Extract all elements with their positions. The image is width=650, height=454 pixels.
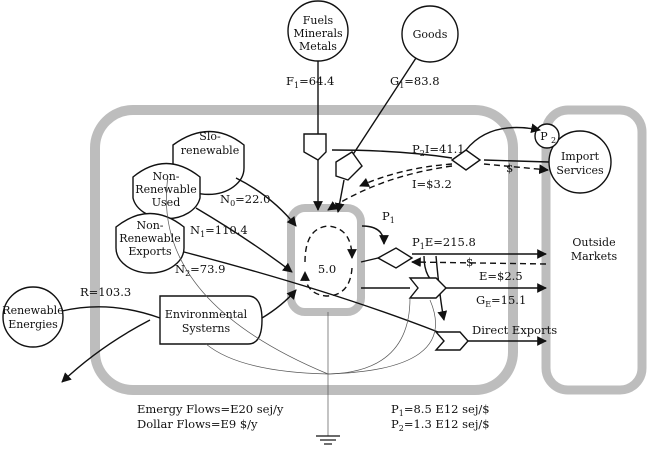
n1-label: N1=110.4 — [190, 223, 248, 239]
p2-price-circle: P 2 — [534, 123, 560, 149]
svg-text:Used: Used — [152, 196, 180, 209]
dollar-in-label: $ — [506, 161, 513, 175]
p1-note: P1=8.5 E12 sej/$ — [391, 402, 490, 418]
flow-lines — [61, 57, 550, 436]
emergy-flows-note: Emergy Flows=E20 sej/y — [137, 402, 284, 416]
direct-export-gate — [434, 331, 469, 351]
fuels-import-gate — [303, 133, 327, 161]
r-label: R=103.3 — [80, 285, 131, 299]
svg-text:Metals: Metals — [299, 40, 337, 53]
svg-text:Fuels: Fuels — [303, 14, 334, 27]
svg-text:Energies: Energies — [8, 318, 58, 331]
e-label: E=$2.5 — [479, 269, 523, 283]
fuels-source: Fuels Minerals Metals — [287, 0, 349, 62]
goods-source: Goods — [401, 5, 459, 63]
svg-text:Renewable: Renewable — [2, 304, 63, 317]
svg-text:Slo-: Slo- — [199, 130, 221, 143]
p2-note: P2=1.3 E12 sej/$ — [391, 417, 490, 433]
g1-label: G1=83.8 — [390, 74, 440, 90]
environmental-systems-box: Environmental Systerns — [159, 295, 263, 345]
svg-text:5.0: 5.0 — [318, 262, 336, 276]
p2i-label: P2I=41.1 — [412, 142, 465, 158]
n0-label: N0=22.0 — [220, 192, 270, 208]
svg-text:Non-: Non- — [152, 170, 179, 183]
outside-markets-label: Outside — [572, 236, 615, 249]
svg-text:Systerns: Systerns — [182, 322, 231, 335]
svg-text:Exports: Exports — [128, 245, 172, 258]
svg-text:renewable: renewable — [181, 144, 239, 157]
storage-box — [287, 204, 365, 316]
svg-text:Renewable: Renewable — [119, 232, 180, 245]
svg-text:Renewable: Renewable — [135, 183, 196, 196]
n2-label: N2=73.9 — [175, 262, 225, 278]
p1-label: P1 — [382, 209, 395, 225]
storage-core: 5.0 — [300, 225, 357, 297]
dollar-flows-note: Dollar Flows=E9 $/y — [137, 417, 258, 431]
svg-text:P: P — [540, 130, 548, 143]
renewable-energies-source: Renewable Energies — [2, 286, 64, 348]
svg-text:Services: Services — [556, 164, 604, 177]
system-boundary — [90, 105, 518, 395]
ge-label: GE=15.1 — [476, 293, 526, 309]
heat-sink-icon — [316, 435, 340, 445]
svg-text:2: 2 — [551, 136, 556, 145]
import-transaction — [450, 149, 482, 171]
non-renewable-exports-tank: Non- Renewable Exports — [115, 212, 185, 274]
export-gate — [408, 277, 447, 299]
svg-text:Import: Import — [561, 150, 600, 163]
import-services-source: Import Services — [548, 130, 612, 194]
svg-text:Minerals: Minerals — [293, 27, 343, 40]
svg-text:Environmental: Environmental — [165, 308, 248, 321]
export-transaction — [376, 247, 414, 269]
goods-import-gate — [335, 151, 363, 181]
p1e-label: P1E=215.8 — [412, 235, 476, 251]
svg-text:Non-: Non- — [136, 219, 163, 232]
i-label: I=$3.2 — [412, 177, 452, 191]
footer-legend: Emergy Flows=E20 sej/y Dollar Flows=E9 $… — [137, 402, 490, 433]
dollar-out-label: $ — [466, 255, 473, 269]
flow-labels: F1=64.4 G1=83.8 N0=22.0 N1=110.4 N2=73.9… — [80, 74, 557, 337]
svg-text:Goods: Goods — [413, 28, 448, 41]
f1-label: F1=64.4 — [286, 74, 334, 90]
outside-markets-label-2: Markets — [571, 250, 618, 263]
direct-exports-label: Direct Exports — [472, 323, 557, 337]
